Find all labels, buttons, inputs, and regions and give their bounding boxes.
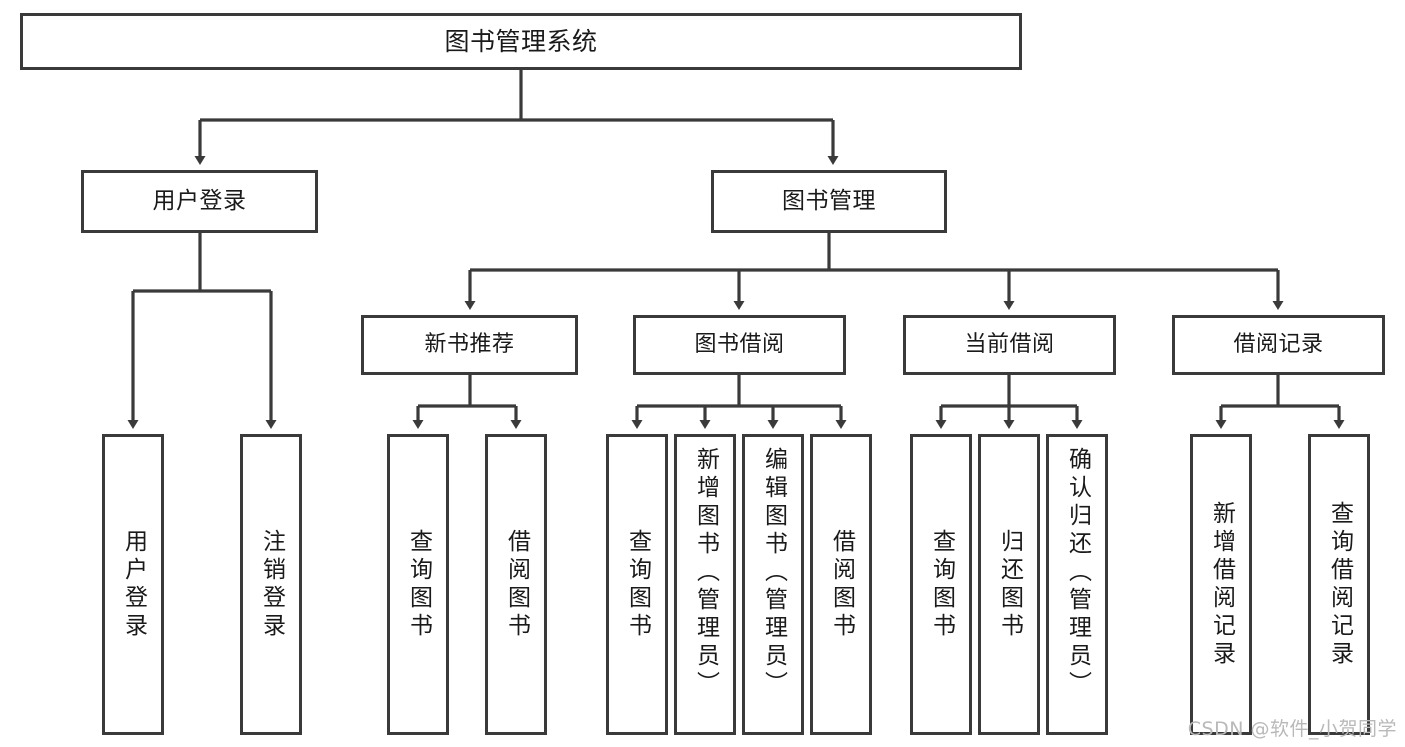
node-label: 图书借阅: [694, 332, 785, 358]
leaf-query-book-borrow[interactable]: 查询图书: [606, 434, 668, 735]
node-book-borrow[interactable]: 图书借阅: [633, 315, 846, 375]
node-label: 新增图书（管理员）: [692, 447, 719, 699]
node-label: 图书管理: [782, 187, 876, 214]
leaf-borrow-book-recommend[interactable]: 借阅图书: [485, 434, 547, 735]
node-label: 图书管理系统: [444, 26, 598, 56]
node-user-login[interactable]: 用户登录: [81, 170, 318, 233]
node-label: 查询图书: [624, 528, 651, 641]
node-label: 用户登录: [120, 528, 147, 641]
node-label: 注销登录: [258, 528, 285, 641]
node-new-book-recommend[interactable]: 新书推荐: [361, 315, 578, 375]
node-label: 借阅图书: [503, 528, 530, 641]
node-label: 编辑图书（管理员）: [760, 447, 787, 699]
node-label: 查询图书: [405, 528, 432, 641]
node-book-management[interactable]: 图书管理: [711, 170, 947, 233]
leaf-confirm-return-admin[interactable]: 确认归还（管理员）: [1046, 434, 1108, 735]
leaf-query-book-current[interactable]: 查询图书: [910, 434, 972, 735]
node-label: 借阅图书: [828, 528, 855, 641]
node-borrow-record[interactable]: 借阅记录: [1172, 315, 1385, 375]
node-label: 查询图书: [928, 528, 955, 641]
node-label: 用户登录: [152, 187, 247, 214]
leaf-user-login[interactable]: 用户登录: [102, 434, 164, 735]
leaf-logout-login[interactable]: 注销登录: [240, 434, 302, 735]
node-label: 新书推荐: [424, 332, 515, 358]
leaf-borrow-book-borrow[interactable]: 借阅图书: [810, 434, 872, 735]
node-label: 查询借阅记录: [1326, 500, 1353, 669]
leaf-add-book-admin[interactable]: 新增图书（管理员）: [674, 434, 736, 735]
leaf-query-borrow-record[interactable]: 查询借阅记录: [1308, 434, 1370, 735]
node-label: 确认归还（管理员）: [1064, 447, 1091, 699]
node-label: 借阅记录: [1233, 332, 1324, 358]
node-label: 新增借阅记录: [1208, 500, 1235, 669]
node-root-book-management-system[interactable]: 图书管理系统: [20, 13, 1022, 70]
leaf-add-borrow-record[interactable]: 新增借阅记录: [1190, 434, 1252, 735]
csdn-watermark: CSDN @软件_小贺同学: [1187, 718, 1397, 740]
node-label: 当前借阅: [964, 332, 1055, 358]
node-label: 归还图书: [996, 528, 1023, 641]
leaf-return-book[interactable]: 归还图书: [978, 434, 1040, 735]
leaf-query-book-recommend[interactable]: 查询图书: [387, 434, 449, 735]
node-current-borrow[interactable]: 当前借阅: [903, 315, 1116, 375]
leaf-edit-book-admin[interactable]: 编辑图书（管理员）: [742, 434, 804, 735]
